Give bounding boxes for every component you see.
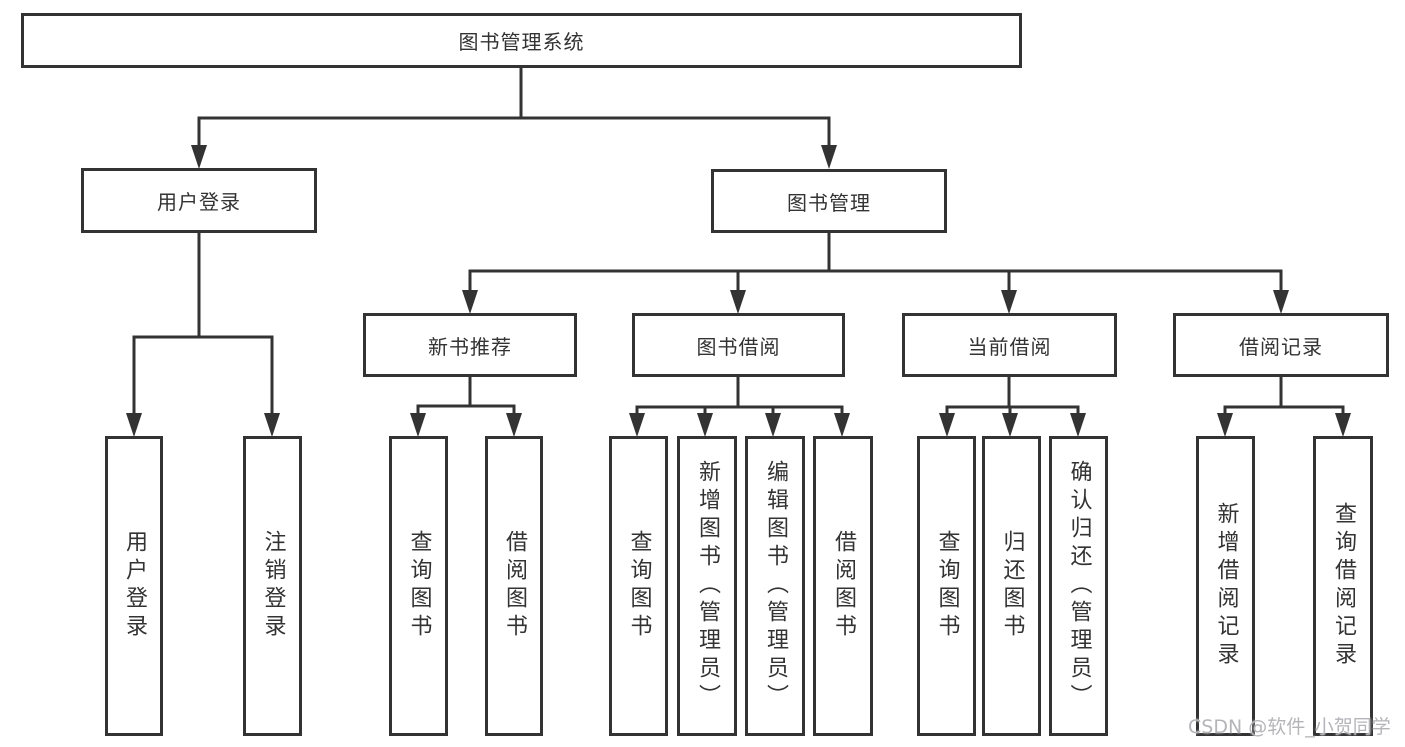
node-root: 图书管理系统 (21, 13, 1022, 68)
node-book-mgmt: 图书管理 (711, 169, 947, 233)
node-br-query-label: 查询借阅记录 (1331, 502, 1356, 670)
node-user-login: 用户登录 (81, 168, 317, 233)
node-ul-logout: 注销登录 (243, 436, 302, 736)
node-current-borrow: 当前借阅 (902, 313, 1117, 377)
node-bb-add: 新增图书（管理员） (677, 436, 737, 736)
node-nb-borrow-label: 借阅图书 (502, 530, 527, 642)
node-cb-confirm-label: 确认归还（管理员） (1066, 460, 1092, 712)
node-new-books: 新书推荐 (363, 313, 577, 377)
node-br-add: 新增借阅记录 (1196, 436, 1255, 736)
node-book-borrow-label: 图书借阅 (696, 334, 781, 359)
node-nb-query-label: 查询图书 (406, 530, 432, 642)
node-br-query: 查询借阅记录 (1313, 436, 1373, 736)
node-borrow-records-label: 借阅记录 (1239, 334, 1323, 359)
node-bb-edit: 编辑图书（管理员） (745, 436, 805, 736)
node-ul-login: 用户登录 (105, 436, 163, 736)
node-bb-query: 查询图书 (609, 436, 668, 736)
node-borrow-records: 借阅记录 (1173, 313, 1389, 377)
node-cb-return: 归还图书 (982, 436, 1041, 736)
node-book-mgmt-label: 图书管理 (787, 190, 871, 215)
node-bb-borrow: 借阅图书 (813, 436, 873, 736)
node-br-add-label: 新增借阅记录 (1213, 502, 1239, 670)
node-new-books-label: 新书推荐 (428, 334, 512, 359)
node-ul-logout-label: 注销登录 (260, 530, 286, 642)
node-root-label: 图书管理系统 (458, 30, 585, 54)
node-current-borrow-label: 当前借阅 (967, 334, 1052, 359)
node-cb-return-label: 归还图书 (999, 530, 1025, 642)
node-nb-borrow: 借阅图书 (485, 436, 543, 736)
node-bb-query-label: 查询图书 (626, 530, 652, 642)
node-cb-confirm: 确认归还（管理员） (1049, 436, 1108, 736)
node-bb-borrow-label: 借阅图书 (831, 530, 856, 642)
watermark: CSDN @软件_小贺同学 (1188, 716, 1391, 738)
node-bb-add-label: 新增图书（管理员） (695, 460, 720, 712)
node-cb-query: 查询图书 (917, 436, 976, 736)
node-user-login-label: 用户登录 (157, 190, 241, 214)
node-nb-query: 查询图书 (389, 436, 448, 736)
node-ul-login-label: 用户登录 (122, 530, 147, 642)
node-cb-query-label: 查询图书 (934, 530, 960, 642)
node-book-borrow: 图书借阅 (632, 313, 845, 377)
node-bb-edit-label: 编辑图书（管理员） (763, 460, 788, 712)
